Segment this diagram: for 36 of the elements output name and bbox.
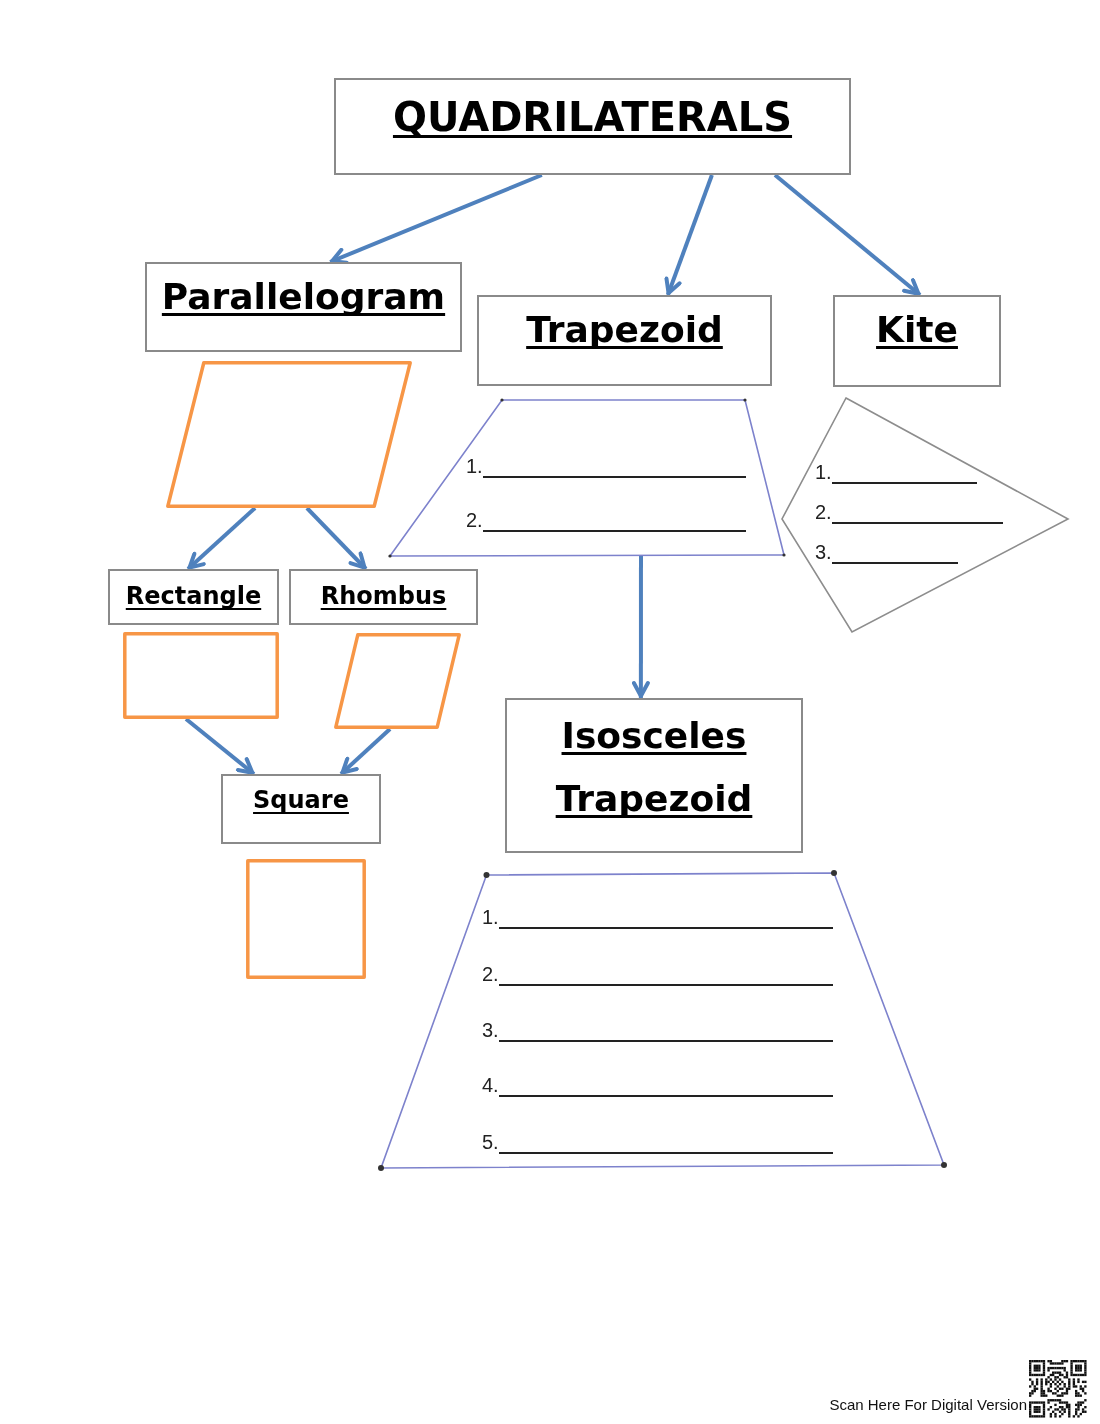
heading-box <box>505 698 803 853</box>
arrow <box>184 717 256 776</box>
trapezoid-outline <box>390 400 784 556</box>
heading-box <box>477 295 772 386</box>
heading-box <box>289 569 478 625</box>
arrow <box>329 173 543 265</box>
square-outline <box>246 859 366 979</box>
arrow <box>339 727 392 776</box>
item-number: 1. <box>466 454 483 478</box>
heading: Square <box>253 786 349 814</box>
heading-box <box>108 569 279 625</box>
heading: Parallelogram <box>161 276 446 318</box>
heading-box <box>145 262 462 352</box>
footer-note: Scan Here For Digital Version <box>829 1396 1027 1414</box>
arrow <box>631 556 650 698</box>
heading: QUADRILATERALS <box>392 94 793 140</box>
arrow <box>664 174 714 296</box>
parallelogram-outline <box>166 361 412 508</box>
heading: Trapezoid <box>526 309 723 351</box>
heading: Isosceles Trapezoid <box>554 714 754 821</box>
heading-box <box>833 295 1001 387</box>
arrow <box>186 506 257 571</box>
item-number: 1. <box>815 460 832 484</box>
item-number: 2. <box>466 508 483 532</box>
arrow <box>773 173 922 297</box>
heading: Rectangle <box>125 582 262 610</box>
heading: Rhombus <box>320 582 447 610</box>
heading: Kite <box>876 309 958 351</box>
rhombus-outline <box>334 633 461 729</box>
rectangle-outline <box>123 632 279 719</box>
arrow <box>305 506 368 571</box>
heading-box <box>334 78 851 175</box>
item-number: 2. <box>815 500 832 524</box>
heading-box <box>221 774 381 844</box>
kite-outline <box>782 398 1068 632</box>
item-number: 3. <box>815 540 832 564</box>
